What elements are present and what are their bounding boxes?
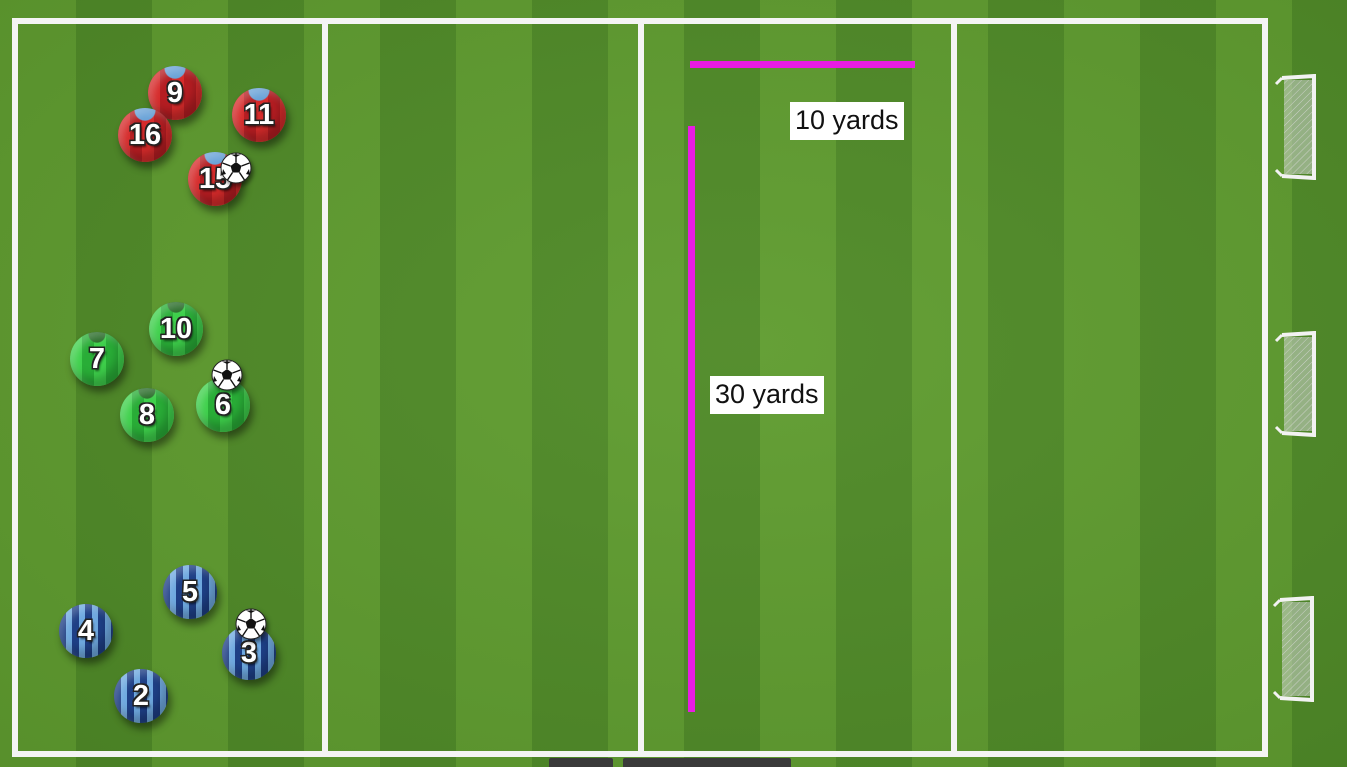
player-control-group[interactable] — [623, 758, 791, 767]
soccer-ball-icon[interactable] — [235, 608, 267, 640]
width-measure-label: 10 yards — [790, 102, 904, 140]
soccer-ball-icon[interactable] — [211, 359, 243, 391]
soccer-ball-icon[interactable] — [220, 152, 252, 184]
goal-icon — [1274, 74, 1316, 180]
width-measure-line — [690, 61, 915, 68]
blue-player-4[interactable]: 4 — [59, 604, 113, 658]
goal-icon — [1272, 596, 1314, 702]
zone-divider-1 — [322, 18, 328, 757]
goal-icon — [1274, 331, 1316, 437]
zone-divider-3 — [951, 18, 957, 757]
length-measure-line — [688, 126, 695, 712]
blue-player-2[interactable]: 2 — [114, 669, 168, 723]
blue-player-5[interactable]: 5 — [163, 565, 217, 619]
player-control-button[interactable] — [549, 758, 613, 767]
zone-divider-2 — [638, 18, 644, 757]
red-player-16[interactable]: 16 — [118, 108, 172, 162]
green-player-7[interactable]: 7 — [70, 332, 124, 386]
green-player-8[interactable]: 8 — [120, 388, 174, 442]
red-player-11[interactable]: 11 — [232, 88, 286, 142]
length-measure-label: 30 yards — [710, 376, 824, 414]
green-player-10[interactable]: 10 — [149, 302, 203, 356]
